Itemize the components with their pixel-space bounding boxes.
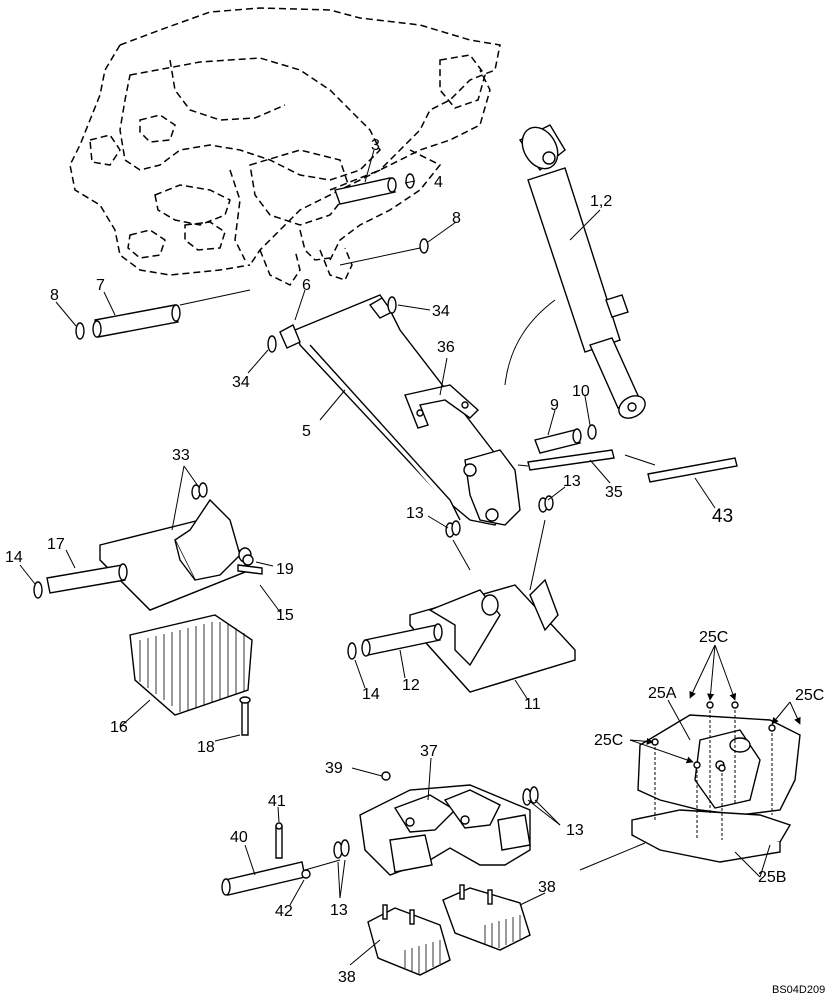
bolt-18 — [239, 696, 251, 736]
pad-38-left — [367, 904, 451, 976]
callout-13-boom-right: 13 — [563, 473, 581, 490]
callout-3: 3 — [371, 137, 380, 154]
machine-frame-outline — [69, 7, 501, 286]
pad-16 — [129, 614, 253, 716]
callout-34-left: 34 — [232, 374, 250, 391]
washers-13-lower-left — [333, 839, 350, 859]
callout-13-lower-left: 13 — [330, 902, 348, 919]
callout-leaders — [19, 149, 801, 966]
callout-11: 11 — [524, 696, 541, 713]
callout-8-left: 8 — [50, 287, 59, 304]
pin-7 — [92, 289, 251, 338]
callout-33: 33 — [172, 447, 190, 464]
callout-25b: 25B — [758, 869, 786, 886]
callout-35: 35 — [605, 484, 623, 501]
callout-38-right: 38 — [538, 879, 556, 896]
bracket-37 — [359, 784, 531, 876]
callout-9: 9 — [550, 397, 559, 414]
pin-40 — [221, 859, 341, 896]
nut-39 — [381, 771, 391, 781]
callout-37: 37 — [420, 743, 438, 760]
bushing-34-left — [267, 335, 277, 353]
washer-14-left — [33, 581, 43, 599]
washer-14-right — [347, 642, 357, 660]
callout-10: 10 — [572, 383, 590, 400]
mount-15 — [99, 498, 263, 611]
callout-4: 4 — [434, 174, 443, 191]
bolts-25c — [651, 701, 776, 840]
washer-8-left — [75, 322, 85, 340]
washers-33 — [191, 482, 208, 500]
pin-9 — [534, 428, 582, 454]
callout-8-upper: 8 — [452, 210, 461, 227]
callout-41: 41 — [268, 793, 286, 810]
callout-18: 18 — [197, 739, 215, 756]
callout-25c-right: 25C — [795, 687, 824, 704]
pin-17 — [46, 563, 128, 594]
plate-25b — [631, 809, 792, 863]
assembly-leader — [579, 842, 646, 871]
bracket-36 — [404, 384, 480, 429]
boom-cylinder — [504, 124, 646, 419]
callout-13-boom-left: 13 — [406, 505, 424, 522]
callout-17: 17 — [47, 536, 65, 553]
callout-25a: 25A — [648, 685, 677, 702]
boom-arm — [279, 294, 521, 526]
callout-19: 19 — [276, 561, 294, 578]
pin-12 — [361, 623, 443, 657]
callout-43: 43 — [712, 506, 733, 527]
callout-25c-left: 25C — [594, 732, 623, 749]
callout-38-left: 38 — [338, 969, 356, 986]
counterweight-25a — [637, 714, 801, 816]
washers-13-lower-right — [522, 786, 539, 806]
callout-14-left: 14 — [5, 549, 23, 566]
bolt-41 — [275, 822, 283, 859]
callout-6: 6 — [302, 277, 311, 294]
pin-35 — [517, 449, 656, 471]
pin-3 — [334, 177, 397, 205]
mount-11 — [409, 578, 576, 693]
callout-13-lower-right: 13 — [566, 822, 584, 839]
callout-1-2: 1,2 — [590, 193, 612, 210]
pad-38-right — [442, 884, 531, 951]
nut-42 — [301, 869, 311, 879]
pin-43 — [647, 457, 738, 483]
callout-39: 39 — [325, 760, 343, 777]
bushing-34-right — [387, 296, 397, 314]
drawing-code: BS04D209 — [772, 984, 825, 996]
callout-15: 15 — [276, 607, 294, 624]
callout-12: 12 — [402, 677, 420, 694]
callout-25c-top: 25C — [699, 629, 728, 646]
callout-labels: 3 4 1,2 8 8 7 6 34 34 36 5 9 10 35 43 33… — [5, 137, 825, 996]
callout-16: 16 — [110, 719, 128, 736]
callout-7: 7 — [96, 277, 105, 294]
washer-10 — [587, 424, 597, 440]
washers-13-boom — [445, 495, 554, 591]
callout-34-right: 34 — [432, 303, 450, 320]
callout-42: 42 — [275, 903, 293, 920]
callout-36: 36 — [437, 339, 455, 356]
callout-14-right: 14 — [362, 686, 380, 703]
callout-5: 5 — [302, 423, 311, 440]
nut-19 — [242, 554, 254, 566]
callout-40: 40 — [230, 829, 248, 846]
washer-8-upper — [339, 238, 429, 266]
